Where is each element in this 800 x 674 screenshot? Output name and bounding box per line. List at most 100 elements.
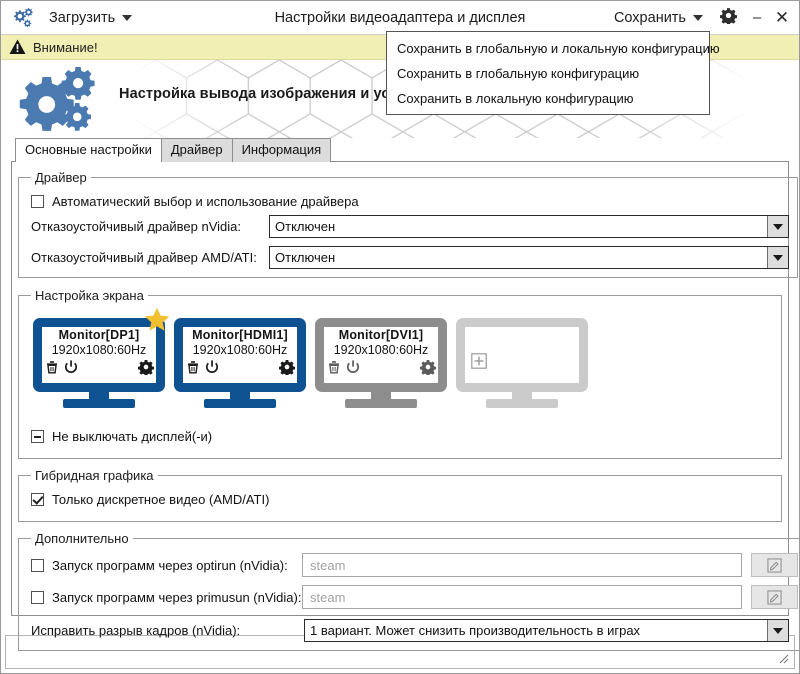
- monitor-screen: Monitor[DP1] 1920x1080:60Hz: [33, 318, 165, 392]
- hybrid-graphics-group: Гибридная графика Только дискретное виде…: [18, 468, 782, 522]
- optirun-checkbox[interactable]: [31, 558, 44, 572]
- amd-driver-value: Отключен: [275, 250, 336, 265]
- tab-label: Информация: [241, 142, 322, 157]
- save-dropdown-menu[interactable]: Сохранить в глобальную и локальную конфи…: [386, 31, 720, 115]
- close-button[interactable]: ✕: [771, 8, 799, 28]
- amd-driver-label: Отказоустойчивый драйвер AMD/ATI:: [31, 250, 257, 265]
- monitor-list: Monitor[DP1] 1920x1080:60Hz: [33, 307, 773, 409]
- power-icon[interactable]: [63, 359, 79, 375]
- primusrun-edit-button[interactable]: [751, 585, 798, 609]
- monitor-neck: [371, 392, 391, 400]
- chevron-down-icon: [122, 14, 133, 21]
- gear-icon: [719, 7, 737, 25]
- nvidia-driver-select[interactable]: Отключен: [269, 215, 789, 238]
- title-bar: Загрузить Настройки видеоадаптера и дисп…: [1, 1, 799, 35]
- gear-icon[interactable]: [138, 359, 154, 375]
- monitor-screen: Monitor[HDMI1] 1920x1080:60Hz: [174, 318, 306, 392]
- monitor-base: [345, 399, 417, 408]
- monitor-actions: [42, 359, 156, 375]
- monitor-resolution: 1920x1080:60Hz: [51, 343, 147, 357]
- load-menu-label: Загрузить: [49, 9, 116, 26]
- monitor-name: Monitor[DVI1]: [338, 328, 424, 342]
- resize-grip-icon[interactable]: [777, 652, 790, 665]
- no-turnoff-checkbox-row[interactable]: Не выключать дисплей(-и): [31, 429, 773, 444]
- tab-label: Основные настройки: [25, 142, 152, 157]
- trash-icon[interactable]: [326, 359, 342, 375]
- primusrun-checkbox[interactable]: [31, 590, 44, 604]
- tab-information[interactable]: Информация: [231, 138, 332, 162]
- amd-driver-select[interactable]: Отключен: [269, 246, 789, 269]
- tearing-label: Исправить разрыв кадров (nVidia):: [31, 623, 241, 638]
- gear-icon[interactable]: [279, 359, 295, 375]
- monitor-resolution: 1920x1080:60Hz: [192, 343, 288, 357]
- save-menu-label: Сохранить: [613, 9, 686, 26]
- load-menu-button[interactable]: Загрузить: [49, 9, 133, 26]
- gear-icon[interactable]: [420, 359, 436, 375]
- screen-group: Настройка экрана Monitor[DP1] 1920x1080:…: [18, 288, 782, 459]
- chevron-down-icon: [693, 14, 703, 21]
- monitor-screen: Monitor[DVI1] 1920x1080:60Hz: [315, 318, 447, 392]
- nvidia-driver-label: Отказоустойчивый драйвер nVidia:: [31, 219, 241, 234]
- monitor-base: [486, 399, 558, 408]
- menu-item-save-local[interactable]: Сохранить в локальную конфигурацию: [397, 91, 634, 106]
- plus-box-icon[interactable]: [471, 353, 487, 369]
- monitor-card[interactable]: Monitor[HDMI1] 1920x1080:60Hz: [174, 314, 306, 409]
- save-menu-button[interactable]: Сохранить: [604, 10, 713, 26]
- tearing-row: Исправить разрыв кадров (nVidia): 1 вари…: [31, 619, 798, 642]
- tab-label: Драйвер: [170, 142, 223, 157]
- primusrun-row: Запуск программ через primusun (nVidia):…: [31, 585, 798, 609]
- power-icon[interactable]: [204, 359, 220, 375]
- nvidia-driver-value: Отключен: [275, 219, 336, 234]
- gears-logo: [19, 67, 95, 131]
- close-icon: ✕: [774, 7, 790, 27]
- chevron-down-icon[interactable]: [767, 247, 788, 268]
- discrete-video-checkbox[interactable]: [31, 493, 44, 506]
- monitor-actions: [183, 359, 297, 375]
- power-icon[interactable]: [345, 359, 361, 375]
- menu-item-save-global-local[interactable]: Сохранить в глобальную и локальную конфи…: [397, 41, 720, 56]
- optirun-row: Запуск программ через optirun (nVidia): …: [31, 553, 798, 577]
- monitor-card[interactable]: Monitor[DVI1] 1920x1080:60Hz: [315, 314, 447, 409]
- monitor-base: [63, 399, 135, 408]
- optirun-input[interactable]: steam: [302, 553, 742, 577]
- chevron-down-icon[interactable]: [767, 620, 788, 641]
- nvidia-driver-row: Отказоустойчивый драйвер nVidia: Отключе…: [31, 215, 789, 238]
- auto-driver-checkbox[interactable]: [31, 195, 44, 208]
- monitor-name: Monitor[HDMI1]: [192, 328, 288, 342]
- monitor-neck: [512, 392, 532, 400]
- add-monitor-card[interactable]: [456, 314, 588, 409]
- auto-driver-label: Автоматический выбор и использование дра…: [52, 194, 359, 209]
- tearing-select[interactable]: 1 вариант. Может снизить производительно…: [304, 619, 789, 642]
- edit-pencil-icon: [767, 557, 782, 573]
- menu-item-save-global[interactable]: Сохранить в глобальную конфигурацию: [397, 66, 640, 81]
- monitor-resolution: 1920x1080:60Hz: [333, 343, 429, 357]
- trash-icon[interactable]: [44, 359, 60, 375]
- chevron-down-icon[interactable]: [767, 216, 788, 237]
- minimize-label: –: [752, 9, 762, 26]
- tearing-value: 1 вариант. Может снизить производительно…: [310, 623, 641, 638]
- optirun-edit-button[interactable]: [751, 553, 798, 577]
- driver-group-legend: Драйвер: [35, 170, 87, 185]
- monitor-card[interactable]: Monitor[DP1] 1920x1080:60Hz: [33, 307, 170, 409]
- trash-icon[interactable]: [185, 359, 201, 375]
- warning-triangle-icon: [9, 39, 26, 55]
- tab-main-settings[interactable]: Основные настройки: [15, 138, 162, 162]
- primary-star-icon: [144, 307, 170, 331]
- optirun-label: Запуск программ через optirun (nVidia):: [52, 557, 288, 573]
- no-turnoff-checkbox[interactable]: [31, 430, 44, 443]
- minimize-button[interactable]: –: [743, 9, 771, 26]
- additional-group-legend: Дополнительно: [35, 531, 129, 546]
- primusrun-input[interactable]: steam: [302, 585, 742, 609]
- primusrun-label: Запуск программ через primusun (nVidia):: [52, 589, 302, 605]
- monitor-base: [204, 399, 276, 408]
- titlebar-right-controls: Сохранить – ✕: [604, 7, 799, 29]
- auto-driver-checkbox-row[interactable]: Автоматический выбор и использование дра…: [31, 194, 789, 209]
- monitor-actions: [324, 359, 438, 375]
- monitor-neck: [89, 392, 109, 400]
- tab-strip: Основные настройки Драйвер Информация: [15, 138, 799, 162]
- settings-button[interactable]: [713, 7, 743, 29]
- hybrid-group-legend: Гибридная графика: [35, 468, 154, 483]
- edit-pencil-icon: [767, 589, 782, 605]
- discrete-video-checkbox-row[interactable]: Только дискретное видео (AMD/ATI): [31, 492, 773, 507]
- tab-driver[interactable]: Драйвер: [160, 138, 233, 162]
